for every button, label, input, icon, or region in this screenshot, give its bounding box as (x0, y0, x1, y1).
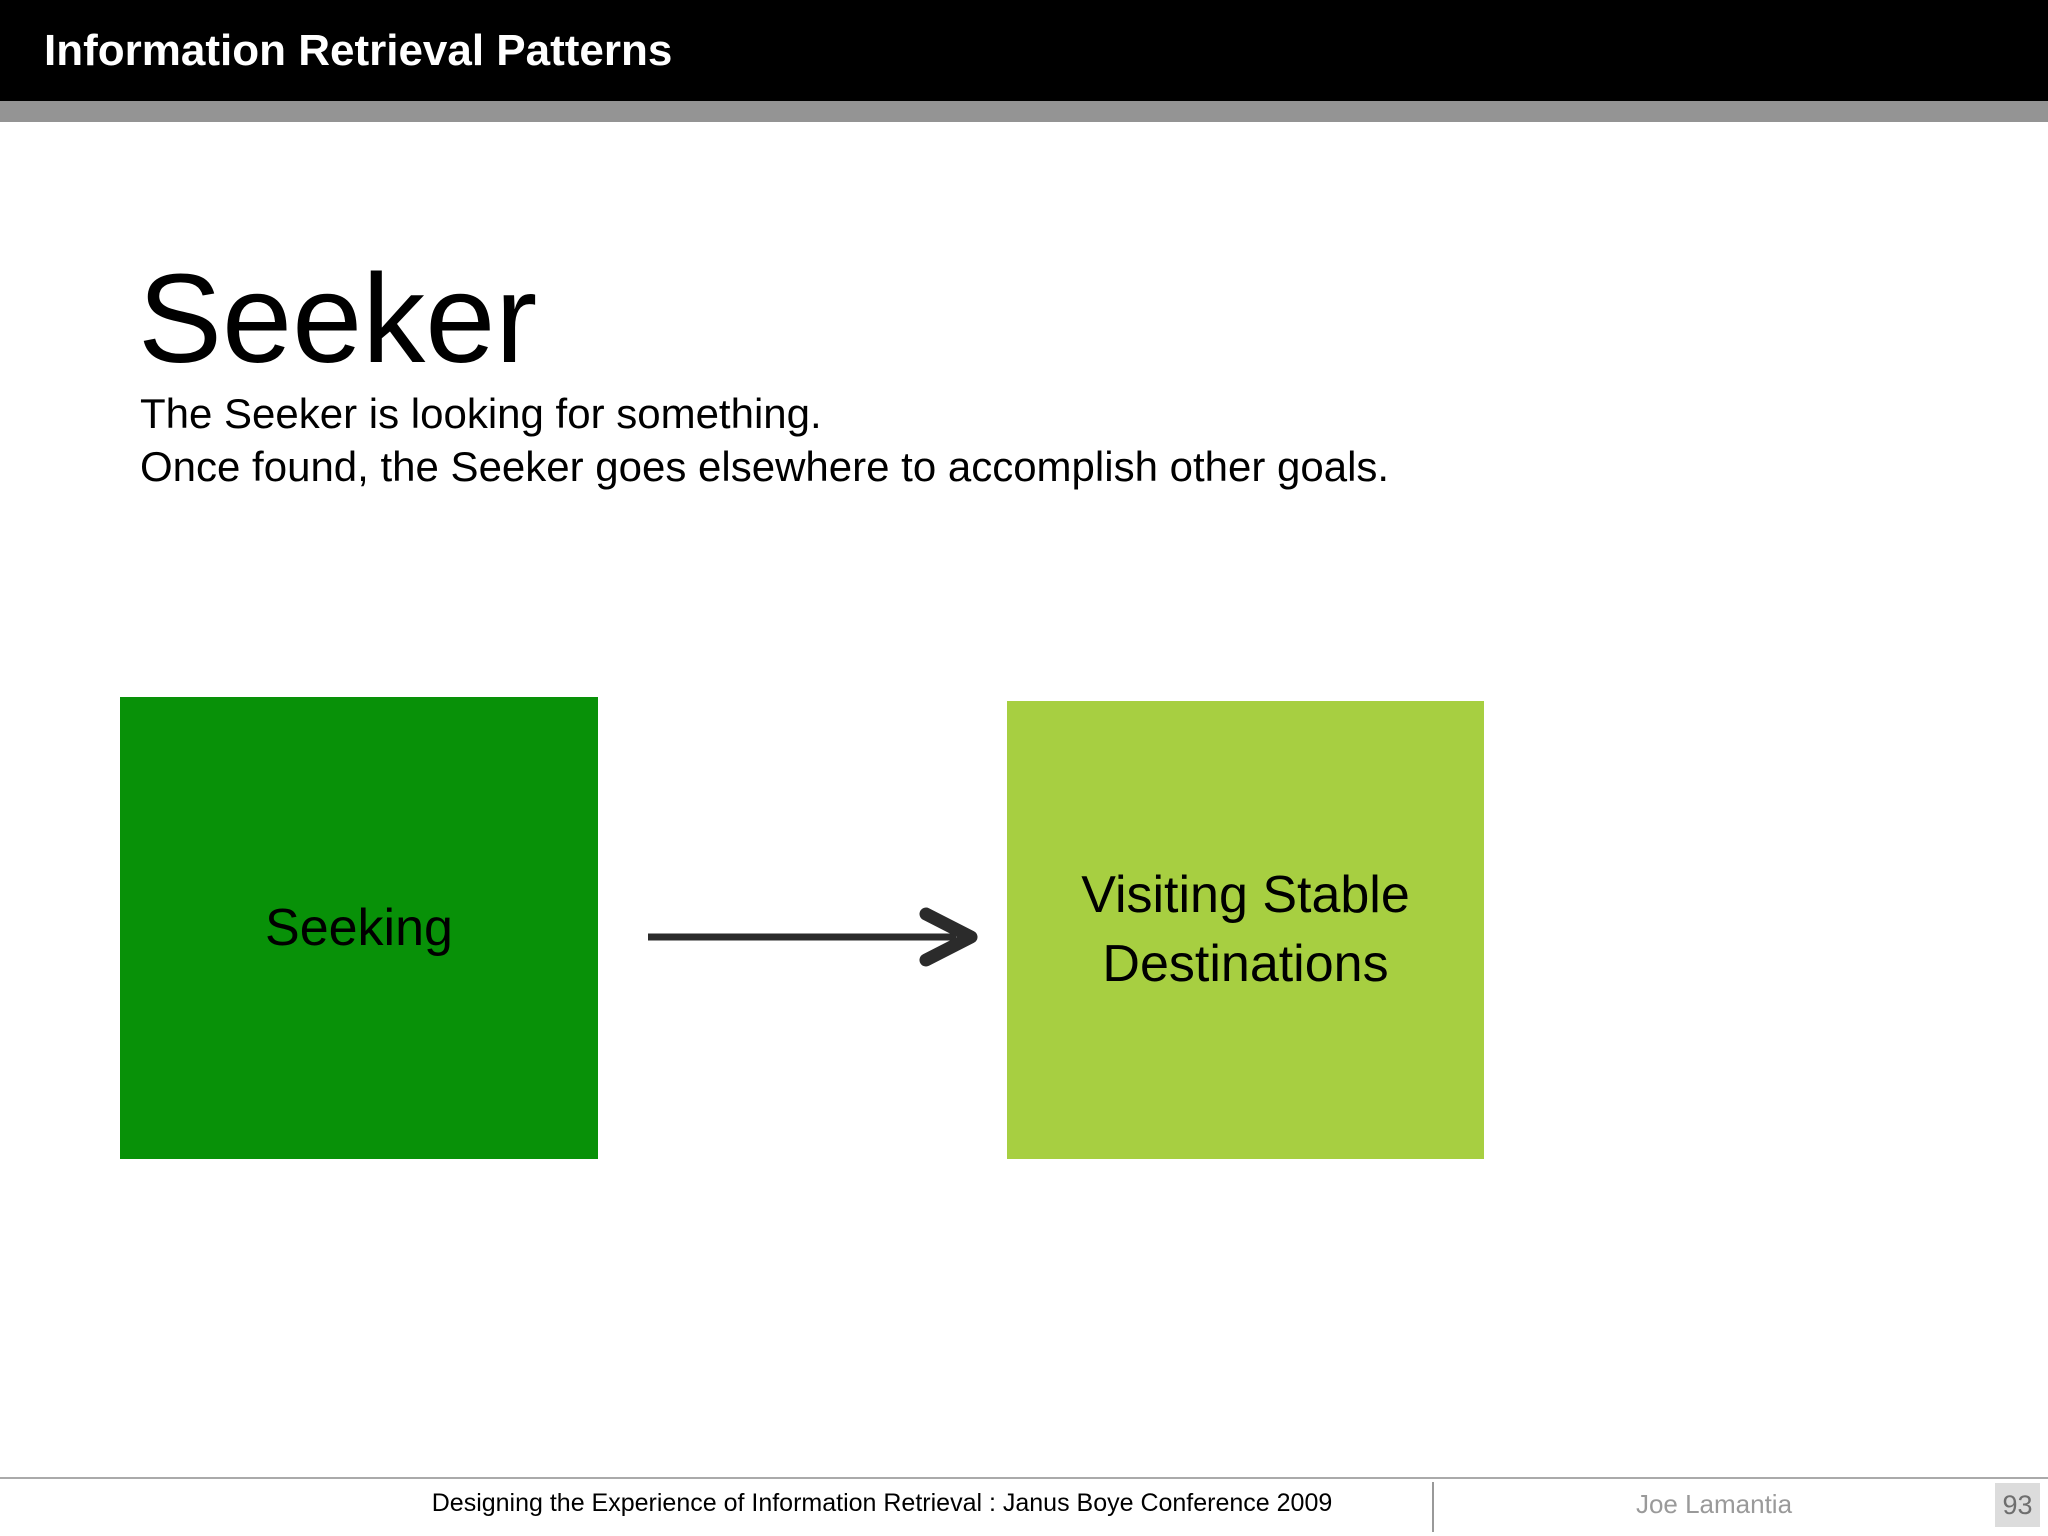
destinations-box-label: Visiting Stable Destinations (1081, 866, 1410, 993)
body-line-1: The Seeker is looking for something. (140, 390, 822, 437)
page-number: 93 (2002, 1489, 2033, 1520)
seeking-box-label: Seeking (265, 898, 453, 957)
footer-author-text: Joe Lamantia (1635, 1489, 1793, 1519)
page-number-badge: 93 (1995, 1483, 2040, 1527)
visiting-stable-destinations-box: Visiting Stable Destinations (1007, 701, 1484, 1159)
slide-header-bar: Information Retrieval Patterns (0, 0, 2048, 101)
body-line-2: Once found, the Seeker goes elsewhere to… (140, 443, 1390, 491)
footer-conference-text: Designing the Experience of Information … (431, 1489, 1333, 1517)
slide-body-text: The Seeker is looking for something. Onc… (140, 387, 1389, 494)
footer-vertical-divider (1432, 1482, 1434, 1532)
header-title: Information Retrieval Patterns (44, 25, 673, 75)
right-arrow-icon (648, 907, 978, 967)
header-accent-strip (0, 101, 2048, 122)
seeking-box: Seeking (120, 697, 598, 1159)
footer-divider-line (0, 1477, 2048, 1479)
slide-title: Seeker (138, 248, 538, 390)
